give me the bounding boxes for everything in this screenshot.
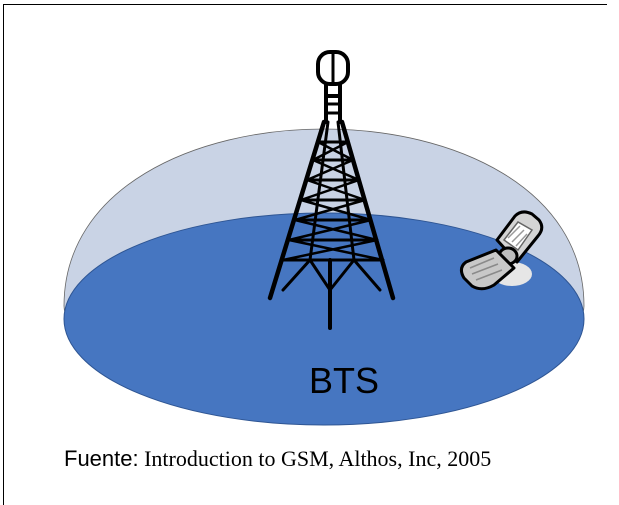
flip-phone-icon (459, 210, 544, 291)
station-label: BTS (309, 360, 379, 401)
caption-prefix: Fuente: (64, 446, 139, 471)
cell-tower-icon (267, 50, 396, 330)
source-caption: Fuente: Introduction to GSM, Althos, Inc… (64, 446, 491, 472)
caption-source: Introduction to GSM, Althos, Inc, 2005 (138, 446, 492, 471)
